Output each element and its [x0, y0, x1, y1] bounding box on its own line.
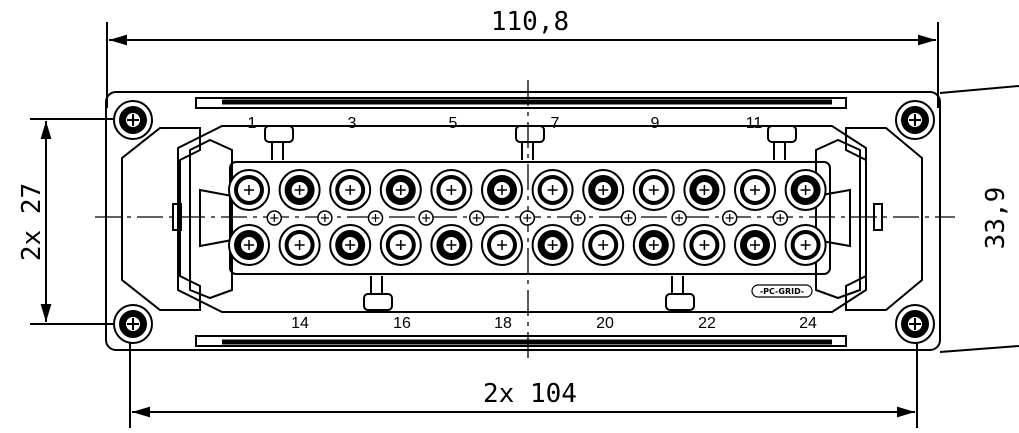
coding-hole	[317, 210, 333, 226]
coding-holes	[266, 210, 789, 226]
contact-pin	[582, 224, 625, 266]
screw-top-left	[113, 100, 153, 140]
pin-label: 22	[698, 315, 716, 332]
coding-hole	[772, 210, 789, 226]
contact-pin	[683, 169, 726, 211]
coding-hole	[570, 210, 586, 226]
pin-label: 5	[449, 115, 458, 132]
fixing-width-label: 2x 104	[483, 379, 577, 409]
overall-width-label: 110,8	[491, 7, 569, 37]
contact-pin	[784, 224, 827, 266]
contact-pin	[329, 169, 372, 211]
coding-hole	[266, 210, 283, 226]
contact-pin	[531, 169, 574, 211]
coding-hole	[620, 210, 637, 226]
coding-hole	[671, 210, 687, 226]
screw-bottom-right	[895, 304, 935, 344]
pin-label: 24	[799, 315, 817, 332]
coding-hole	[418, 210, 434, 226]
contact-pin	[228, 224, 270, 266]
contact-pin	[430, 169, 473, 211]
coding-hole	[519, 210, 536, 226]
pin-label: 3	[348, 115, 357, 132]
contact-pin	[481, 169, 523, 211]
coding-hole	[367, 210, 384, 226]
contact-pin	[531, 224, 574, 266]
contact-pin	[582, 169, 625, 211]
pin-label: 9	[651, 115, 660, 132]
fixing-screws	[113, 100, 935, 344]
screw-bottom-left	[113, 304, 153, 344]
manufacturer-logo: -PC-GRID-	[751, 284, 813, 298]
contact-pin	[430, 224, 473, 266]
contact-pin	[481, 224, 523, 266]
contact-pin	[632, 224, 675, 266]
contact-pins	[228, 169, 827, 266]
contact-pin	[379, 224, 422, 266]
contact-pin	[278, 169, 321, 211]
contact-pin	[228, 169, 270, 211]
fixing-height-label: 2x 27	[17, 183, 47, 261]
pin-label: 18	[494, 315, 512, 332]
pin-labels-bottom: 14 16 18 20 22 24	[291, 315, 817, 332]
pin-label: 7	[551, 115, 560, 132]
contact-pin	[734, 169, 776, 211]
contact-pin	[379, 169, 422, 211]
contact-pin	[784, 169, 827, 211]
pin-label: 14	[291, 315, 309, 332]
pin-label: 11	[746, 115, 763, 132]
dimension-lines	[30, 22, 1019, 428]
pin-label: 20	[596, 315, 614, 332]
pin-label: 1	[248, 115, 257, 132]
contact-pin	[632, 169, 675, 211]
pin-label: 16	[393, 315, 411, 332]
logo-text: -PC-GRID-	[760, 287, 804, 296]
contact-pin	[683, 224, 726, 266]
contact-pin	[734, 224, 776, 266]
contact-pin	[329, 224, 372, 266]
pin-labels-top: 1 3 5 7 9 11	[248, 115, 763, 132]
coding-hole	[468, 210, 485, 226]
coding-hole	[721, 210, 738, 226]
screw-top-right	[895, 100, 935, 140]
housing-frame	[105, 91, 941, 351]
overall-height-label: 33,9	[981, 187, 1011, 250]
contact-pin	[278, 224, 321, 266]
